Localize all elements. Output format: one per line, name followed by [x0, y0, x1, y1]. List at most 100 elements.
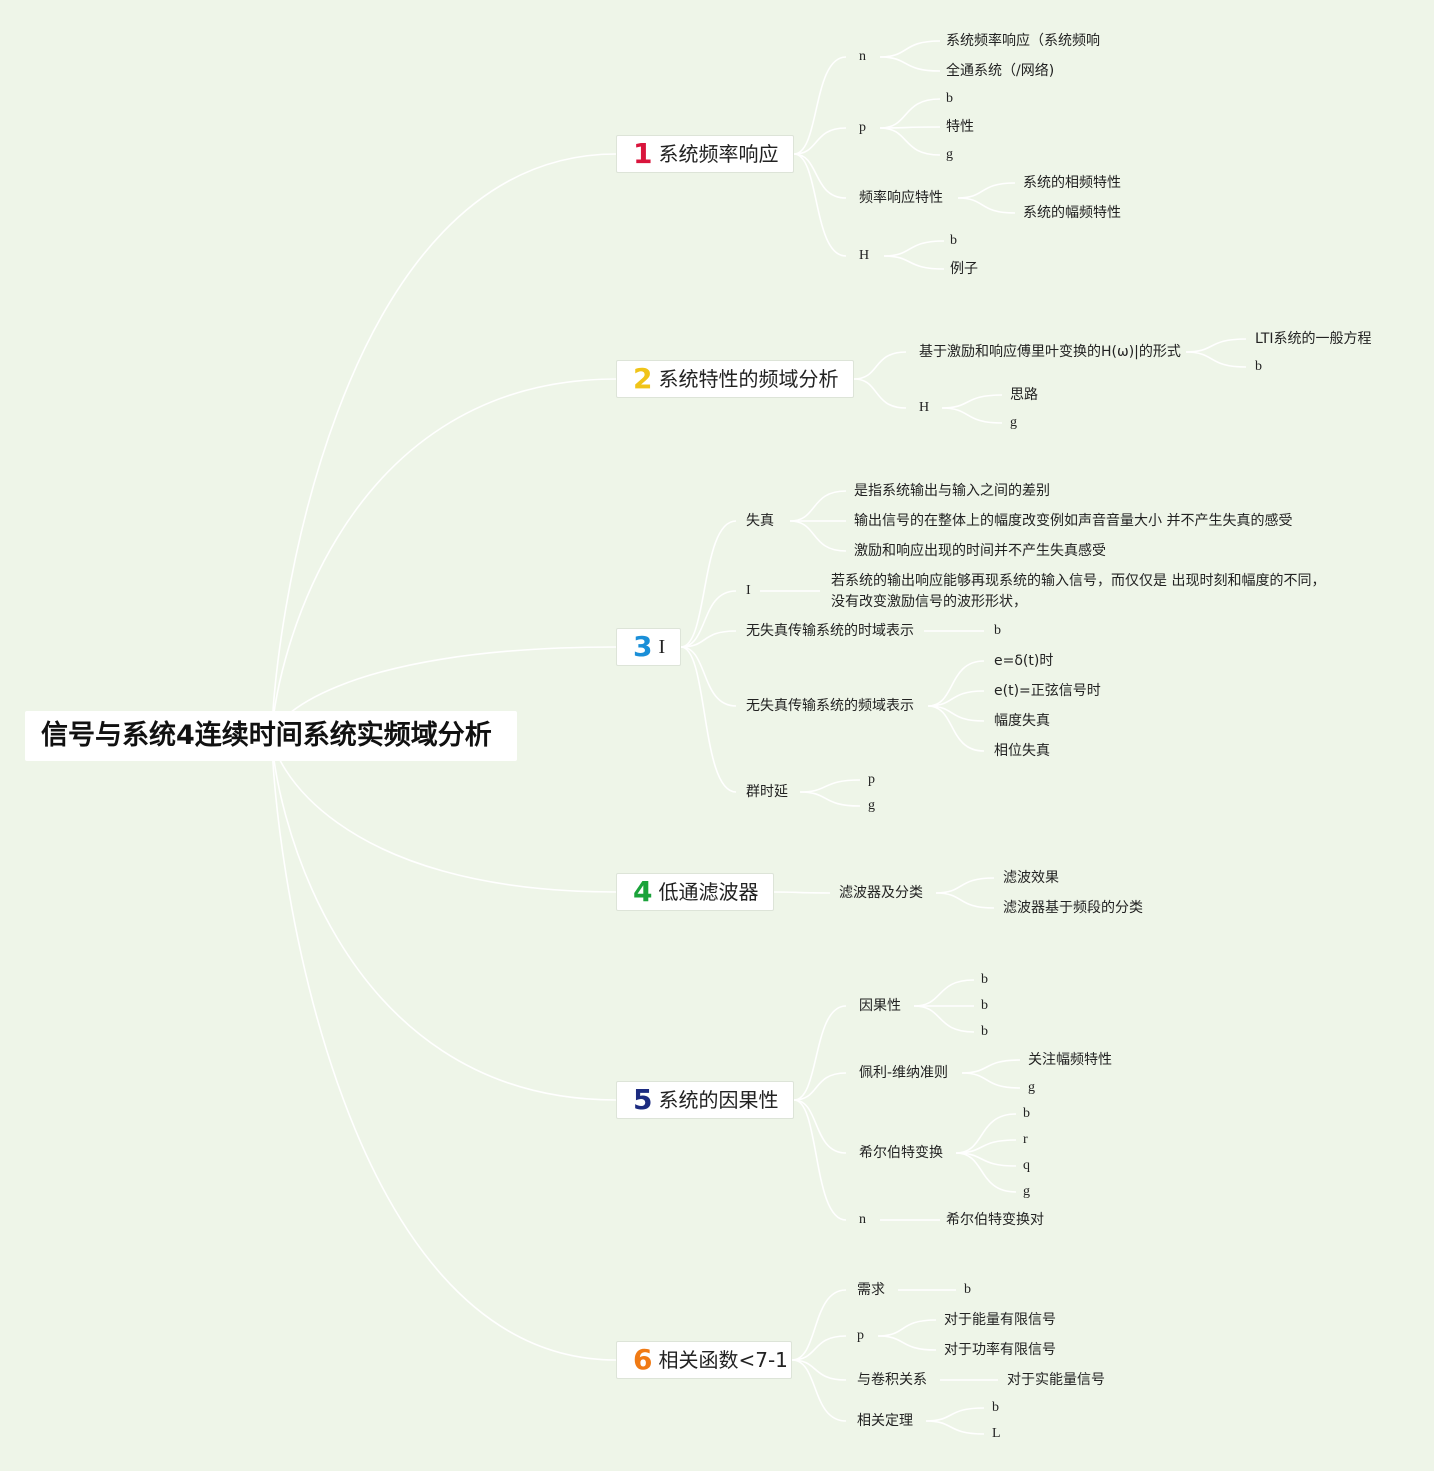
branch-link-12-0: [927, 660, 985, 707]
branch-link-7-0: [941, 394, 1003, 409]
branch-link-19-3: [955, 1152, 1017, 1193]
node-t5-h[interactable]: 希尔伯特变换: [859, 1145, 943, 1161]
node-t1-n-c1[interactable]: 系统频率响应（系统频响: [946, 33, 1100, 49]
branch-link-21-1: [791, 1335, 847, 1361]
node-t5-p[interactable]: 佩利-维纳准则: [859, 1065, 949, 1081]
node-t1-n[interactable]: n: [859, 49, 866, 64]
node-t1-h-c2[interactable]: 例子: [950, 261, 978, 277]
node-t2-h-c1[interactable]: 思路: [1010, 387, 1038, 403]
node-t3-s-c2[interactable]: 输出信号的在整体上的幅度改变例如声音音量大小 并不产生失真的感受: [854, 513, 1293, 529]
node-t5-p-c1[interactable]: 关注幅频特性: [1028, 1052, 1112, 1068]
node-t2-h-c2[interactable]: g: [1010, 415, 1017, 430]
branch-link-14-0: [773, 891, 831, 894]
node-t5-h-c2[interactable]: r: [1023, 1132, 1028, 1147]
node-t1-p-c3[interactable]: g: [946, 147, 953, 162]
root-topic[interactable]: 信号与系统4连续时间系统实频域分析: [25, 711, 517, 761]
node-t6-d-c2[interactable]: L: [992, 1426, 1001, 1441]
branch-link-3-1: [957, 197, 1016, 214]
topic-1-number: 1: [633, 137, 653, 170]
node-t4-a-c1[interactable]: 滤波效果: [1003, 870, 1059, 886]
node-t3-g-c1[interactable]: p: [868, 772, 875, 787]
node-t5-h-c4[interactable]: g: [1023, 1184, 1030, 1199]
branch-link-23-0: [877, 1319, 937, 1337]
branch-link-19-0: [955, 1113, 1017, 1154]
node-t3-fd-c2[interactable]: e(t)=正弦信号时: [994, 683, 1101, 699]
node-t6-j-c1[interactable]: 对于实能量信号: [1007, 1372, 1105, 1388]
node-t6-p-c1[interactable]: 对于能量有限信号: [944, 1312, 1056, 1328]
node-t3-s-c3[interactable]: 激励和响应出现的时间并不产生失真感受: [854, 543, 1106, 559]
branch-link-12-2: [927, 705, 985, 722]
branch-link-17-0: [913, 979, 975, 1007]
node-t1-p-c1[interactable]: b: [946, 91, 953, 106]
branch-link-17-2: [913, 1005, 975, 1033]
node-t1-p[interactable]: p: [859, 120, 866, 135]
node-t5-p-c2[interactable]: g: [1028, 1080, 1035, 1095]
node-t5-c-c3[interactable]: b: [981, 1024, 988, 1039]
node-t5-c[interactable]: 因果性: [859, 998, 901, 1014]
node-t3-fd-c1[interactable]: e=δ(t)时: [994, 653, 1054, 669]
branch-link-16-2: [793, 1099, 847, 1154]
root-link-5: [271, 735, 617, 1101]
branch-link-16-3: [793, 1099, 847, 1221]
branch-link-16-1: [793, 1072, 847, 1101]
topic-3-label: I: [658, 636, 666, 658]
node-t5-n-c1[interactable]: 希尔伯特变换对: [946, 1212, 1044, 1228]
branch-link-0-1: [793, 127, 847, 155]
node-t3-fd-c3[interactable]: 幅度失真: [994, 713, 1050, 729]
node-t3-i[interactable]: I: [746, 583, 751, 598]
branch-link-13-0: [799, 779, 861, 793]
node-t5-c-c1[interactable]: b: [981, 972, 988, 987]
node-t3-fd[interactable]: 无失真传输系统的频域表示: [746, 698, 914, 714]
node-t6-d-c1[interactable]: b: [992, 1400, 999, 1415]
node-t1-f-c1[interactable]: 系统的相频特性: [1023, 175, 1121, 191]
node-t4-a-c2[interactable]: 滤波器基于频段的分类: [1003, 900, 1143, 916]
node-t5-c-c2[interactable]: b: [981, 998, 988, 1013]
topic-3-number: 3: [633, 630, 653, 663]
node-t6-j[interactable]: 与卷积关系: [857, 1372, 927, 1388]
branch-link-15-0: [935, 877, 995, 894]
branch-link-8-0: [680, 520, 737, 648]
node-t3-g[interactable]: 群时延: [746, 784, 788, 800]
node-t1-p-c2[interactable]: 特性: [946, 119, 974, 135]
branch-link-0-0: [793, 56, 847, 155]
branch-link-4-1: [883, 255, 945, 270]
node-t6-p-c2[interactable]: 对于功率有限信号: [944, 1342, 1056, 1358]
topic-6-number: 6: [633, 1343, 653, 1376]
node-t3-td-c1[interactable]: b: [994, 623, 1001, 638]
node-t6-r-c1[interactable]: b: [964, 1282, 971, 1297]
branch-link-2-0: [879, 98, 941, 129]
node-t1-f-c2[interactable]: 系统的幅频特性: [1023, 205, 1121, 221]
node-t5-h-c1[interactable]: b: [1023, 1106, 1030, 1121]
branch-link-0-3: [793, 153, 847, 257]
node-t1-n-c2[interactable]: 全通系统（/网络): [946, 63, 1055, 79]
node-t2-a[interactable]: 基于激励和响应傅里叶变换的H(ω)|的形式: [919, 344, 1181, 360]
node-t2-a-c2[interactable]: b: [1255, 359, 1262, 374]
node-t3-i-c1[interactable]: 若系统的输出响应能够再现系统的输入信号，而仅仅是 出现时刻和幅度的不同， 没有改…: [831, 572, 1325, 611]
node-t5-n[interactable]: n: [859, 1212, 866, 1227]
branch-link-3-0: [957, 182, 1016, 199]
node-t3-fd-c4[interactable]: 相位失真: [994, 743, 1050, 759]
node-t1-h[interactable]: H: [859, 248, 870, 263]
branch-link-4-0: [883, 240, 945, 257]
node-t3-s-c1[interactable]: 是指系统输出与输入之间的差别: [854, 483, 1050, 499]
node-t1-h-c1[interactable]: b: [950, 233, 957, 248]
node-t2-a-c1[interactable]: LTI系统的一般方程: [1255, 331, 1372, 347]
node-t2-h[interactable]: H: [919, 400, 930, 415]
node-t5-h-c3[interactable]: q: [1023, 1158, 1030, 1173]
node-t1-f[interactable]: 频率响应特性: [859, 190, 943, 206]
node-t6-d[interactable]: 相关定理: [857, 1413, 913, 1429]
node-t6-r[interactable]: 需求: [857, 1282, 885, 1298]
node-t3-td[interactable]: 无失真传输系统的时域表示: [746, 623, 914, 639]
node-t6-p[interactable]: p: [857, 1328, 864, 1343]
branch-link-23-1: [877, 1335, 937, 1351]
node-t3-g-c2[interactable]: g: [868, 798, 875, 813]
node-t3-s[interactable]: 失真: [746, 513, 774, 529]
node-t4-a[interactable]: 滤波器及分类: [839, 885, 923, 901]
